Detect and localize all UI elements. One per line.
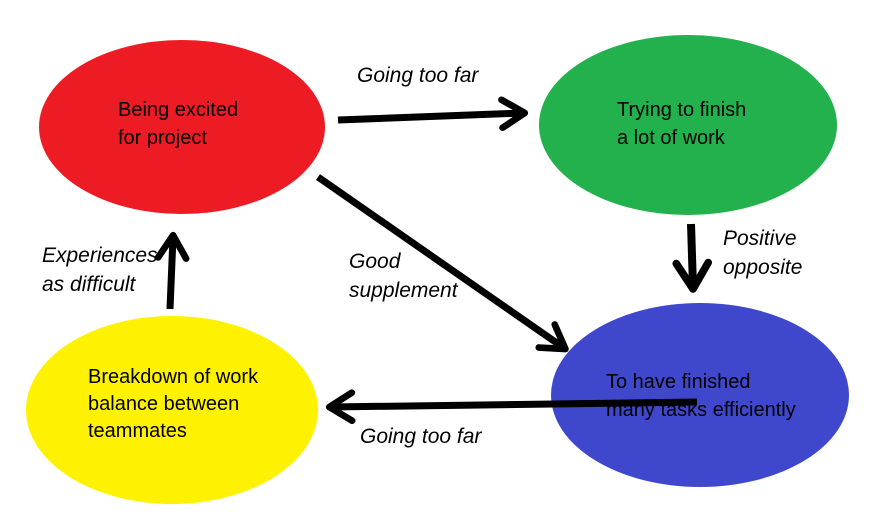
node-label-breakdown: Breakdown of work balance between teamma… [88,366,259,442]
node-label-being-excited: Being excited for project [118,99,239,149]
node-ellipse-breakdown [26,316,318,504]
node-ellipse-finished-tasks [551,303,849,487]
node-label-finished-tasks: To have finished many tasks efficiently [606,371,796,421]
edge-label-going-too-far-top: Going too far [357,64,479,87]
node-ellipse-being-excited [39,40,325,214]
edge-arrow-breakdown-to-excited [154,231,190,310]
edge-arrow-finish-to-tasks [672,223,713,293]
edge-arrow-excited-to-tasks [316,174,569,353]
edge-label-going-too-far-bottom: Going too far [360,425,482,448]
edge-arrow-excited-to-finish [337,96,529,132]
edge-label-good-supplement: Good supplement [349,250,458,302]
node-ellipse-trying-finish [539,35,837,215]
edge-label-experiences-as-difficult: Experiences as difficult [42,244,158,296]
node-label-trying-finish: Trying to finish a lot of work [617,99,747,149]
edge-arrow-tasks-to-breakdown [325,389,698,425]
edge-label-positive-opposite: Positive opposite [723,227,803,279]
